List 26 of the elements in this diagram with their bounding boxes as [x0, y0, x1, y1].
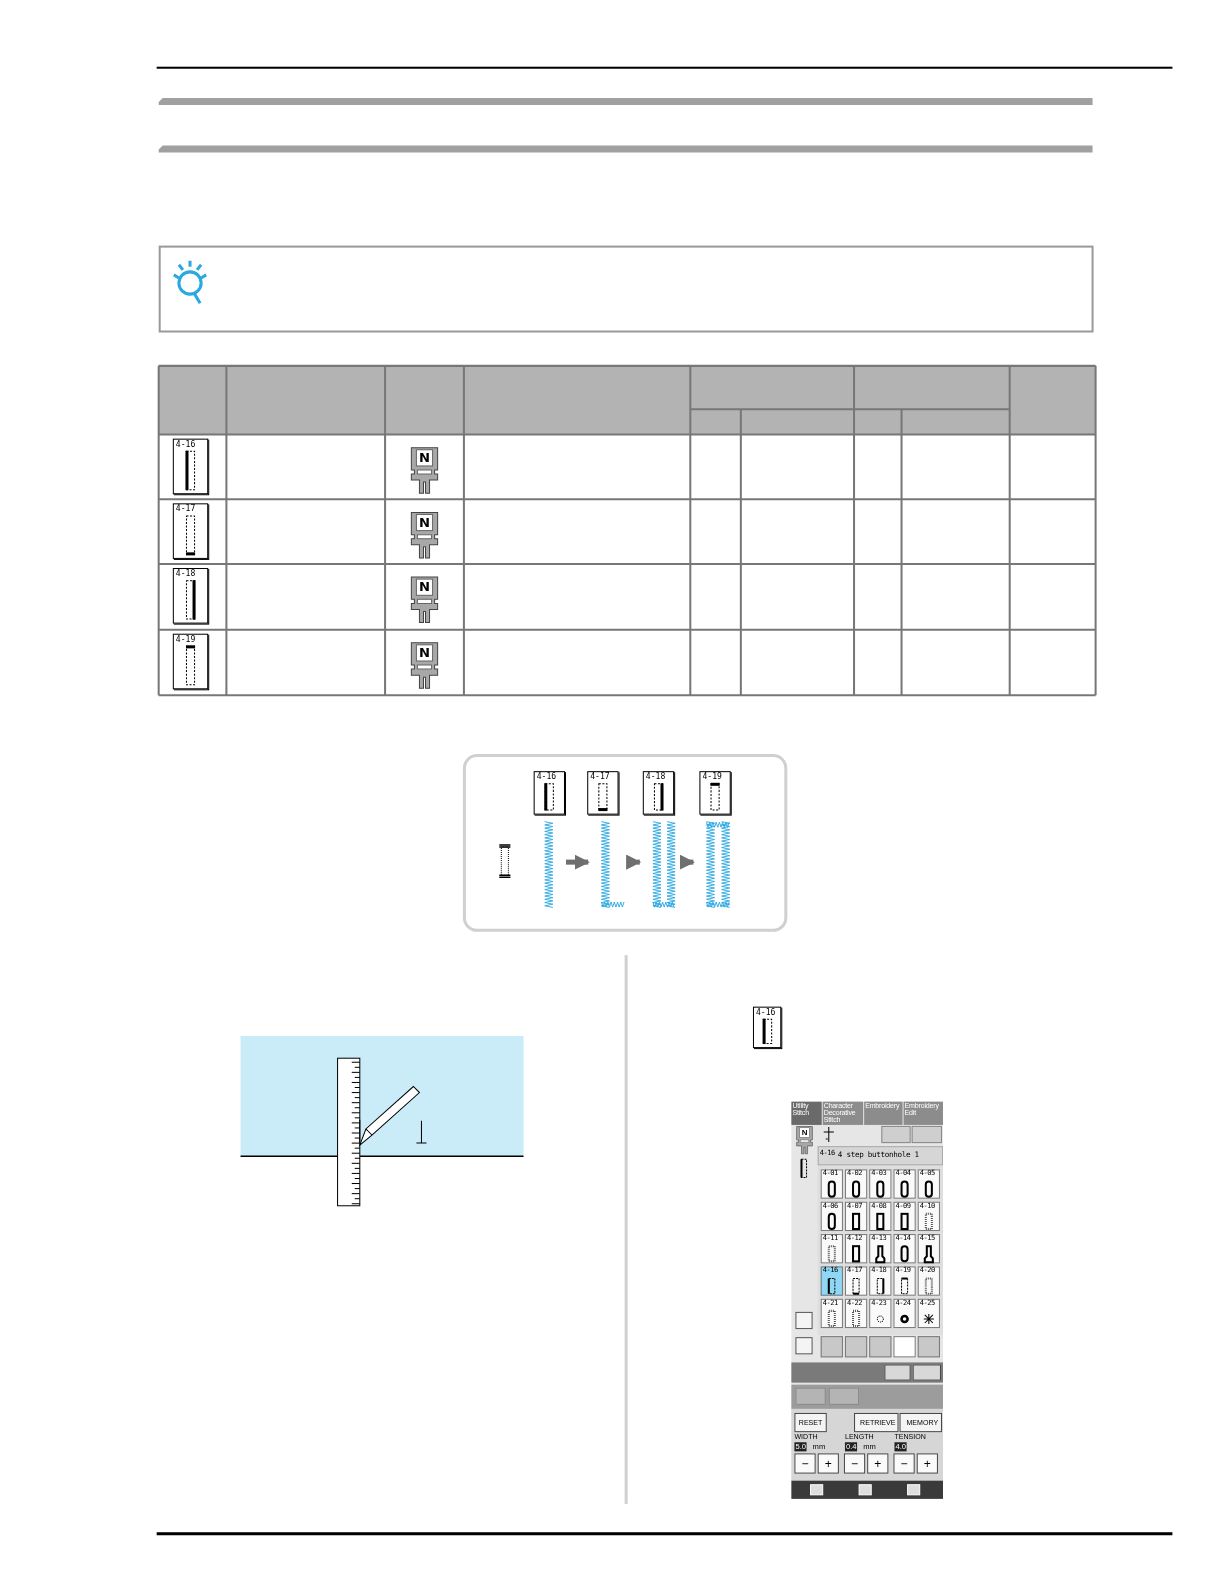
- foot-letter: N: [418, 644, 431, 661]
- satin-stitch-picture: [705, 821, 731, 908]
- arrow: [566, 854, 590, 870]
- arrow: [626, 854, 642, 870]
- plus-button: +: [916, 1453, 938, 1474]
- plus-button: +: [817, 1453, 839, 1474]
- stitch-code: 4-17: [175, 504, 196, 514]
- foot-letter: N: [418, 514, 431, 531]
- stitch-code: 4-16: [756, 1007, 776, 1017]
- arrow: [679, 854, 695, 870]
- satin-stitch-picture: [543, 821, 554, 908]
- stitch-code: 4-16: [175, 439, 196, 449]
- minus-button: −: [843, 1453, 866, 1474]
- stitch-code: 4-17: [590, 772, 610, 782]
- stitch-code: 4-19: [175, 634, 196, 644]
- foot-letter: N: [418, 579, 431, 596]
- minus-button: −: [794, 1453, 816, 1474]
- stitch-code: 4-18: [175, 569, 196, 579]
- satin-stitch-picture: [600, 821, 625, 908]
- stitch-code: 4-19: [702, 772, 722, 782]
- satin-stitch-picture: [651, 821, 677, 908]
- minus-button: −: [893, 1453, 915, 1474]
- foot-letter: N: [418, 449, 431, 466]
- stitch-code: 4-16: [536, 772, 557, 782]
- stitch-code: 4-18: [645, 772, 666, 782]
- plus-button: +: [867, 1453, 889, 1474]
